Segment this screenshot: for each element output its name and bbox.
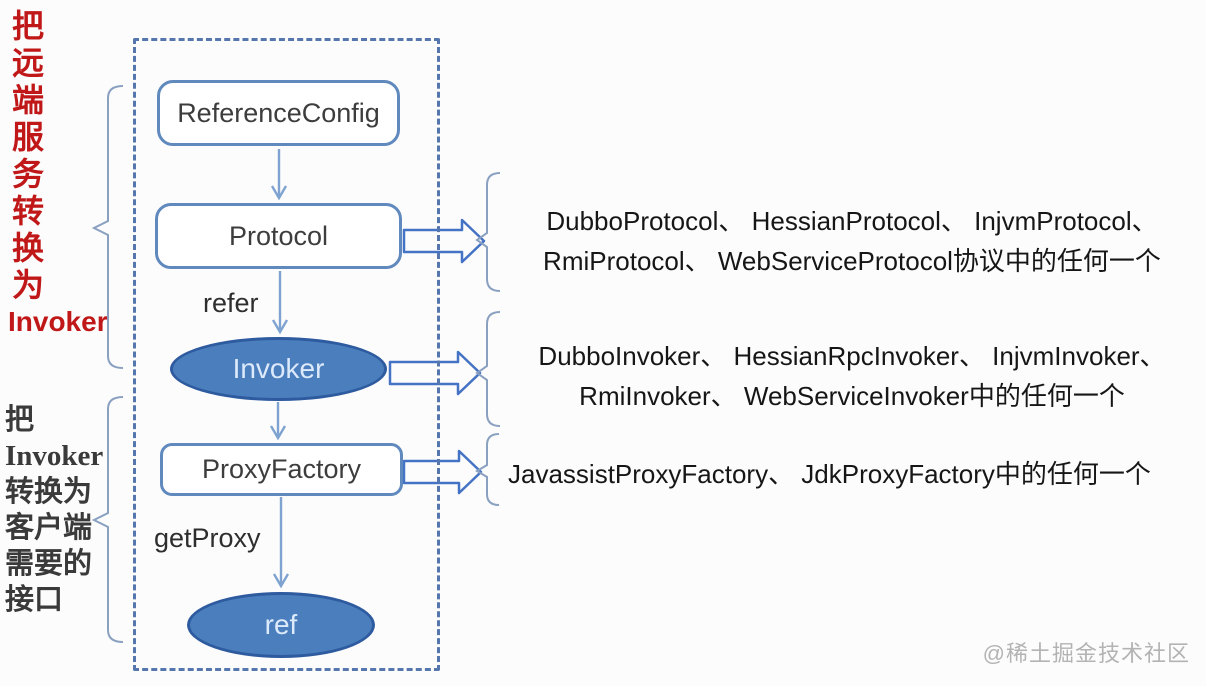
red-note-vertical-text: 把远端服务转换为 <box>11 8 44 303</box>
right-brace-protocol <box>475 172 501 292</box>
right-brace-proxyfactory <box>475 433 500 506</box>
annotation-line: JavassistProxyFactory、 JdkProxyFactory中的… <box>508 459 1151 489</box>
flow-boundary <box>133 38 440 671</box>
annotation-protocol-implementations: DubboProtocol、 HessianProtocol、 InjvmPro… <box>498 201 1206 281</box>
edge-label-refer: refer <box>203 288 259 318</box>
black-note-line: 需要的 <box>5 548 93 580</box>
black-note-line: 把 <box>5 404 35 436</box>
black-note-line: 接口 <box>5 584 64 616</box>
black-note-line: 转换为 <box>5 476 93 508</box>
annotation-line: DubboProtocol、 HessianProtocol、 InjvmPro… <box>546 206 1158 236</box>
edge-label-getproxy: getProxy <box>154 523 261 553</box>
annotation-line: RmiProtocol、 WebServiceProtocol协议中的任何一个 <box>543 246 1161 276</box>
annotation-line: DubboInvoker、 HessianRpcInvoker、 InjvmIn… <box>538 341 1166 371</box>
right-brace-invoker <box>475 311 501 427</box>
node-reference-config: ReferenceConfig <box>157 80 400 146</box>
annotation-invoker-implementations: DubboInvoker、 HessianRpcInvoker、 InjvmIn… <box>498 336 1206 416</box>
black-note-line: 客户端 <box>5 512 93 544</box>
annotation-proxyfactory-implementations: JavassistProxyFactory、 JdkProxyFactory中的… <box>508 455 1206 493</box>
node-ref: ref <box>187 592 375 658</box>
node-protocol: Protocol <box>155 203 402 269</box>
node-proxy-factory: ProxyFactory <box>160 443 403 496</box>
watermark: @稀土掘金技术社区 <box>982 641 1190 666</box>
black-note-line: Invoker <box>5 440 104 472</box>
red-note-invoker-word: Invoker <box>8 306 108 337</box>
node-invoker: Invoker <box>170 337 387 401</box>
left-note-invoker-to-interface: 把 Invoker 转换为 客户端 需要的 接口 <box>5 402 103 618</box>
annotation-line: RmiInvoker、 WebServiceInvoker中的任何一个 <box>579 381 1125 411</box>
left-note-remote-to-invoker: 把远端服务转换为 Invoker <box>8 8 108 338</box>
